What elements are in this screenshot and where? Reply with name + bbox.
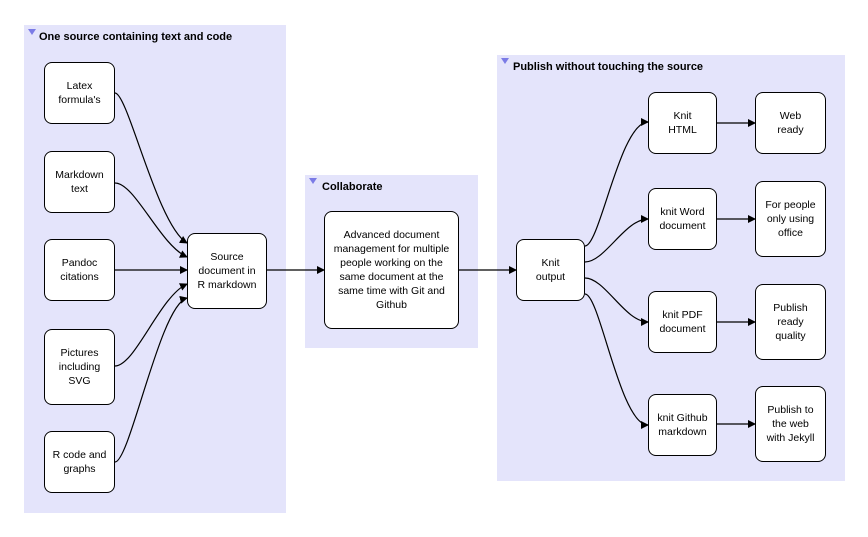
group-title-publish: Publish without touching the source <box>513 61 704 73</box>
collapse-triangle-icon[interactable] <box>309 178 317 184</box>
collapse-triangle-icon[interactable] <box>501 58 509 64</box>
node-knit-word[interactable]: knit Word document <box>648 188 717 250</box>
node-knit-html[interactable]: Knit HTML <box>648 92 717 154</box>
collapse-triangle-icon[interactable] <box>28 29 36 35</box>
node-publish-jekyll[interactable]: Publish to the web with Jekyll <box>755 386 826 462</box>
group-title-source: One source containing text and code <box>39 31 233 43</box>
node-pictures-svg[interactable]: Pictures including SVG <box>44 329 115 405</box>
node-source-document[interactable]: Source document in R markdown <box>187 233 267 309</box>
node-markdown-text[interactable]: Markdown text <box>44 151 115 213</box>
node-web-ready[interactable]: Web ready <box>755 92 826 154</box>
node-r-code-graphs[interactable]: R code and graphs <box>44 431 115 493</box>
node-knit-pdf[interactable]: knit PDF document <box>648 291 717 353</box>
node-pandoc-citations[interactable]: Pandoc citations <box>44 239 115 301</box>
node-latex-formulas[interactable]: Latex formula's <box>44 62 115 124</box>
group-title-collaborate: Collaborate <box>322 181 383 193</box>
node-office-users[interactable]: For people only using office <box>755 181 826 257</box>
node-knit-output[interactable]: Knit output <box>516 239 585 301</box>
node-publish-quality[interactable]: Publish ready quality <box>755 284 826 360</box>
node-advanced-document-management[interactable]: Advanced document management for multipl… <box>324 211 459 329</box>
node-knit-github[interactable]: knit Github markdown <box>648 394 717 456</box>
